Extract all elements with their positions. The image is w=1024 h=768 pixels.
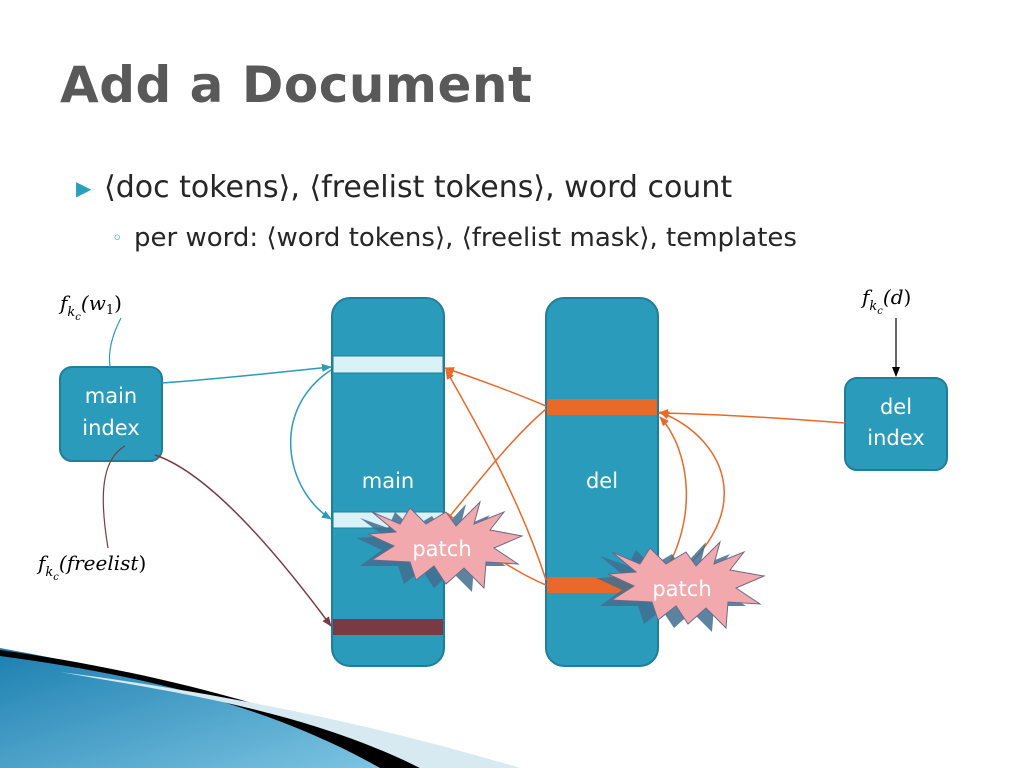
main-column-label: main <box>362 469 414 493</box>
arrow-del-top-to-main-top <box>444 367 547 407</box>
connector-w1-label <box>108 317 122 368</box>
patch-burst-left: patch <box>356 500 524 592</box>
patch-burst-right: patch <box>596 540 766 632</box>
bullet-1-text: ⟨doc tokens⟩, ⟨freelist tokens⟩, word co… <box>104 170 733 205</box>
arrow-del-top-to-main-middle <box>444 408 547 523</box>
del-slot-top <box>547 399 657 415</box>
main-index-line2: index <box>82 416 139 440</box>
del-index-box <box>844 377 948 471</box>
sub-bullet-1: ◦ per word: ⟨word tokens⟩, ⟨freelist mas… <box>112 223 797 253</box>
arrow-main-top-to-middle <box>289 369 332 520</box>
triangle-bullet-icon: ▶ <box>76 175 92 200</box>
patch-right-label: patch <box>652 577 711 601</box>
arrow-mainindex-to-main-top <box>161 363 332 384</box>
arrow-delindex-to-del-top <box>658 409 846 424</box>
label-f-freelist: fkc(freelist) <box>36 551 146 583</box>
decorative-wave <box>0 648 520 768</box>
main-index-box <box>59 366 163 462</box>
sub-bullet-1-text: per word: ⟨word tokens⟩, ⟨freelist mask⟩… <box>134 223 797 253</box>
connector-freelist-label <box>102 445 126 549</box>
patch-left-label: patch <box>412 537 471 561</box>
label-f-d: fkc(d) <box>860 285 911 317</box>
arrow-mainindex-to-freelist <box>154 454 332 627</box>
bullet-1: ▶ ⟨doc tokens⟩, ⟨freelist tokens⟩, word … <box>76 170 732 205</box>
main-slot-top <box>332 355 444 374</box>
main-slot-freelist <box>333 619 443 635</box>
del-index-line2: index <box>867 426 924 450</box>
arrow-del-bottom-to-main-top <box>445 369 547 581</box>
del-index-line1: del <box>880 395 912 419</box>
label-f-w1: fkc(w1) <box>58 291 122 323</box>
slide-title: Add a Document <box>60 56 533 114</box>
main-index-line1: main <box>85 384 137 408</box>
del-column-label: del <box>586 469 618 493</box>
circle-bullet-icon: ◦ <box>112 227 123 249</box>
